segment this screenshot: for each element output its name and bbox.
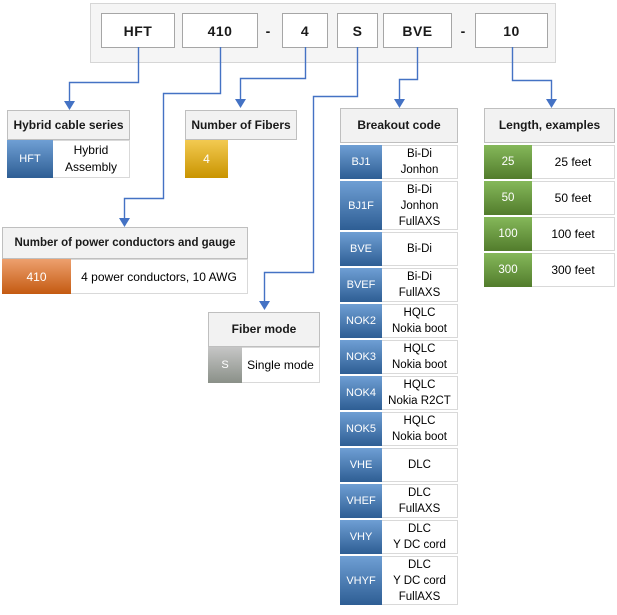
breakout-list: BJ1 Bi-Di Jonhon BJ1F Bi-Di Jonhon FullA… (340, 145, 458, 607)
breakout-code-cell: VHYF (340, 556, 382, 605)
segment-power: 410 (182, 13, 258, 48)
fiber-mode-code-cell: S (208, 347, 242, 383)
separator-dash: - (460, 22, 466, 39)
series-header: Hybrid cable series (7, 110, 130, 140)
breakout-desc-cell: Bi-Di (382, 232, 458, 266)
breakout-desc-cell: DLC Y DC cord (382, 520, 458, 554)
length-row: 100 100 feet (484, 217, 615, 251)
breakout-row: NOK2 HQLC Nokia boot (340, 304, 458, 338)
breakout-desc-cell: HQLC Nokia R2CT (382, 376, 458, 410)
length-code-cell: 25 (484, 145, 532, 179)
breakout-row: VHEF DLC FullAXS (340, 484, 458, 518)
length-row: 50 50 feet (484, 181, 615, 215)
breakout-row: BVEF Bi-Di FullAXS (340, 268, 458, 302)
length-list: 25 25 feet 50 50 feet 100 100 feet 300 3… (484, 145, 615, 289)
breakout-row: BVE Bi-Di (340, 232, 458, 266)
breakout-desc-cell: HQLC Nokia boot (382, 340, 458, 374)
breakout-code-cell: NOK5 (340, 412, 382, 446)
breakout-row: NOK4 HQLC Nokia R2CT (340, 376, 458, 410)
breakout-header: Breakout code (340, 108, 458, 143)
breakout-code-cell: NOK4 (340, 376, 382, 410)
breakout-code-cell: BJ1 (340, 145, 382, 179)
breakout-row: NOK3 HQLC Nokia boot (340, 340, 458, 374)
breakout-code-cell: VHY (340, 520, 382, 554)
breakout-desc-cell: DLC FullAXS (382, 484, 458, 518)
series-code-cell: HFT (7, 140, 53, 178)
breakout-desc-cell: Bi-Di Jonhon FullAXS (382, 181, 458, 230)
fiber-mode-desc-cell: Single mode (242, 347, 320, 383)
segment-fiber-mode: S (337, 13, 378, 48)
length-code-cell: 50 (484, 181, 532, 215)
segment-breakout: BVE (383, 13, 452, 48)
breakout-desc-cell: Bi-Di Jonhon (382, 145, 458, 179)
segment-length: 10 (475, 13, 548, 48)
power-row: 410 4 power conductors, 10 AWG (2, 259, 248, 294)
segment-fibers: 4 (282, 13, 328, 48)
power-header: Number of power conductors and gauge (2, 227, 248, 259)
breakout-row: VHY DLC Y DC cord (340, 520, 458, 554)
breakout-row: BJ1F Bi-Di Jonhon FullAXS (340, 181, 458, 230)
breakout-code-cell: VHE (340, 448, 382, 482)
breakout-code-cell: BJ1F (340, 181, 382, 230)
length-code-cell: 100 (484, 217, 532, 251)
breakout-code-cell: NOK2 (340, 304, 382, 338)
breakout-desc-cell: DLC (382, 448, 458, 482)
length-desc-cell: 50 feet (532, 181, 615, 215)
breakout-desc-cell: HQLC Nokia boot (382, 412, 458, 446)
length-header: Length, examples (484, 108, 615, 143)
series-row: HFT Hybrid Assembly (7, 140, 130, 178)
fibers-header: Number of Fibers (185, 110, 297, 140)
power-code-cell: 410 (2, 259, 71, 294)
series-desc-cell: Hybrid Assembly (53, 140, 130, 178)
length-code-cell: 300 (484, 253, 532, 287)
length-desc-cell: 300 feet (532, 253, 615, 287)
breakout-code-cell: BVEF (340, 268, 382, 302)
breakout-desc-cell: DLC Y DC cord FullAXS (382, 556, 458, 605)
breakout-row: VHE DLC (340, 448, 458, 482)
fiber-mode-header: Fiber mode (208, 312, 320, 347)
power-desc-cell: 4 power conductors, 10 AWG (71, 259, 248, 294)
length-desc-cell: 100 feet (532, 217, 615, 251)
breakout-row: VHYF DLC Y DC cord FullAXS (340, 556, 458, 605)
breakout-desc-cell: HQLC Nokia boot (382, 304, 458, 338)
breakout-code-cell: BVE (340, 232, 382, 266)
breakout-row: BJ1 Bi-Di Jonhon (340, 145, 458, 179)
fibers-code-cell: 4 (185, 140, 228, 178)
length-row: 300 300 feet (484, 253, 615, 287)
fiber-mode-row: S Single mode (208, 347, 320, 383)
length-desc-cell: 25 feet (532, 145, 615, 179)
breakout-desc-cell: Bi-Di FullAXS (382, 268, 458, 302)
segment-series: HFT (101, 13, 175, 48)
breakout-code-cell: VHEF (340, 484, 382, 518)
breakout-code-cell: NOK3 (340, 340, 382, 374)
separator-dash: - (265, 22, 271, 39)
breakout-row: NOK5 HQLC Nokia boot (340, 412, 458, 446)
length-row: 25 25 feet (484, 145, 615, 179)
